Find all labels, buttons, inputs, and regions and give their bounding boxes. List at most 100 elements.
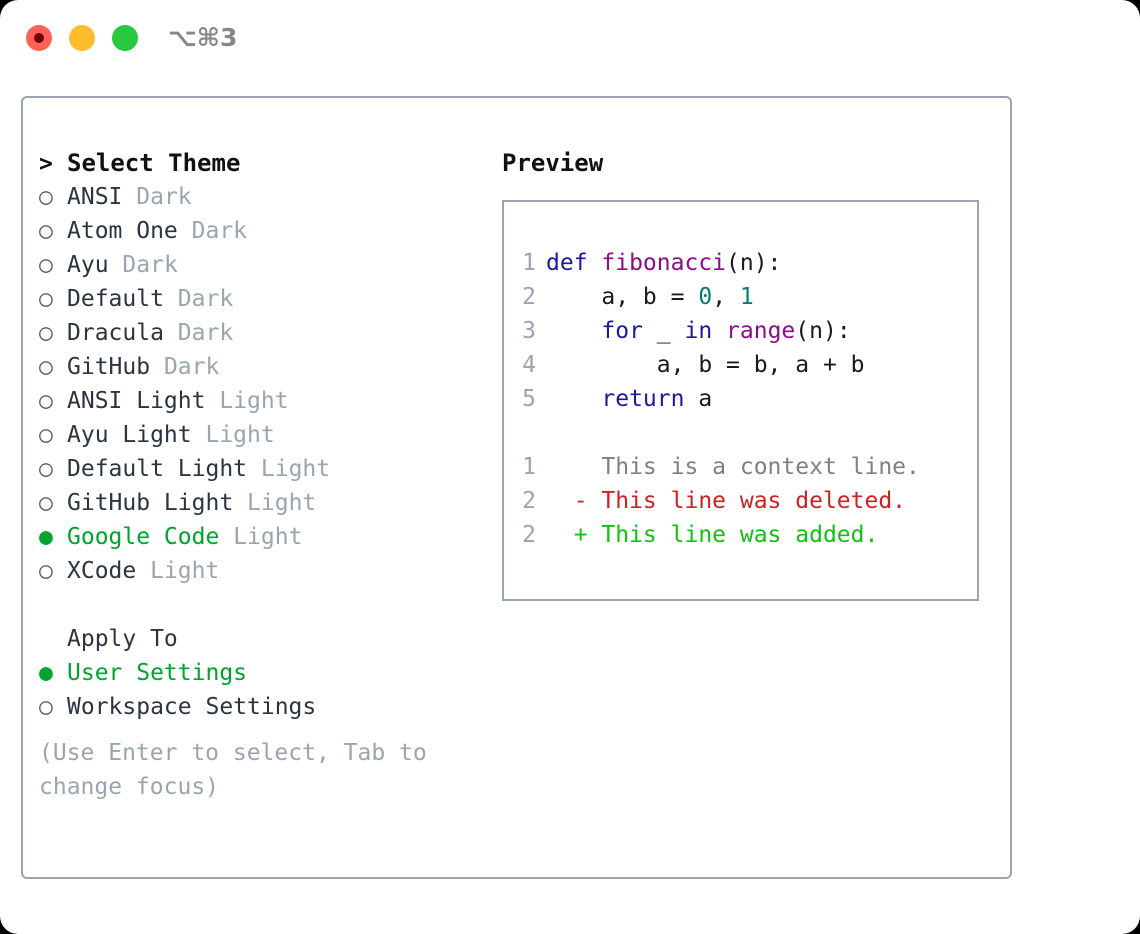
theme-list-item[interactable]: ○Ayu Light Light <box>39 418 489 452</box>
theme-list-item[interactable]: ○GitHub Dark <box>39 350 489 384</box>
code-line: 2 a, b = 0, 1 <box>514 280 977 314</box>
theme-name-kind-space <box>164 316 178 350</box>
code-token: a, b = <box>546 284 699 310</box>
list-spacer <box>39 588 489 622</box>
radio-unselected-icon[interactable]: ○ <box>39 490 53 516</box>
theme-kind-badge: Dark <box>136 184 192 210</box>
code-token <box>712 318 726 344</box>
theme-kind-badge: Light <box>233 524 303 550</box>
theme-kind-badge: Light <box>247 490 317 516</box>
apply-to-heading: Apply To <box>39 622 489 656</box>
code-diff-gap <box>514 416 977 450</box>
code-token: a <box>684 386 713 412</box>
diff-sample: 1 This is a context line.2 - This line w… <box>514 450 977 552</box>
code-token: return <box>601 386 685 412</box>
theme-name: XCode <box>67 558 137 584</box>
theme-name: Atom One <box>67 218 178 244</box>
code-token: _ <box>642 318 685 344</box>
line-number: 1 <box>522 250 536 276</box>
close-button[interactable] <box>26 25 52 51</box>
radio-unselected-icon[interactable]: ○ <box>39 184 53 210</box>
theme-list-item[interactable]: ○Default Light Light <box>39 452 489 486</box>
code-token: a, b = b, a + b <box>546 352 865 378</box>
code-token: range <box>726 318 796 344</box>
theme-name: Ayu <box>67 252 109 278</box>
theme-list-item[interactable]: ○ANSI Light Light <box>39 384 489 418</box>
select-theme-heading: > Select Theme <box>39 146 489 180</box>
radio-selected-icon[interactable]: ● <box>39 660 53 686</box>
radio-unselected-icon[interactable]: ○ <box>39 456 53 482</box>
theme-kind-badge: Light <box>150 558 220 584</box>
radio-unselected-icon[interactable]: ○ <box>39 354 53 380</box>
theme-name-kind-space <box>219 520 233 554</box>
theme-kind-badge: Dark <box>191 218 248 244</box>
radio-selected-icon[interactable]: ● <box>39 524 53 550</box>
theme-name: Google Code <box>67 524 220 550</box>
code-line: 5 return a <box>514 382 977 416</box>
code-token: fibonacci <box>601 250 727 276</box>
theme-name-kind-space <box>164 282 178 316</box>
code-token <box>546 386 601 412</box>
theme-name: GitHub Light <box>67 490 234 516</box>
theme-name: Default <box>67 286 164 312</box>
radio-unselected-icon[interactable]: ○ <box>39 218 53 244</box>
apply-to-option[interactable]: ○ Workspace Settings <box>39 690 489 724</box>
apply-to-option-label: Workspace Settings <box>67 694 317 720</box>
radio-unselected-icon[interactable]: ○ <box>39 252 53 278</box>
theme-list-item[interactable]: ○ANSI Dark <box>39 180 489 214</box>
radio-unselected-icon[interactable]: ○ <box>39 694 53 720</box>
diff-sign: - <box>546 488 588 514</box>
radio-unselected-icon[interactable]: ○ <box>39 320 53 346</box>
keyboard-shortcut-label: ⌥⌘3 <box>168 23 238 52</box>
code-token: for <box>601 318 643 344</box>
theme-name-kind-space <box>233 486 247 520</box>
theme-list-item[interactable]: ○ Atom One Dark <box>39 214 489 248</box>
line-number: 1 <box>522 454 536 480</box>
theme-name-kind-space <box>247 452 261 486</box>
code-token: (n): <box>795 318 851 344</box>
preview-title: Preview <box>502 149 604 177</box>
keyboard-hint: (Use Enter to select, Tab to change focu… <box>39 740 441 800</box>
radio-unselected-icon[interactable]: ○ <box>39 286 53 312</box>
theme-list-item[interactable]: ○ XCode Light <box>39 554 489 588</box>
theme-name-kind-space <box>109 248 123 282</box>
apply-to-option[interactable]: ● User Settings <box>39 656 489 690</box>
radio-unselected-icon[interactable]: ○ <box>39 558 53 584</box>
line-number: 2 <box>522 522 536 548</box>
diff-text: This line was added. <box>587 522 879 548</box>
theme-selector-column: > Select Theme ○ANSI Dark○Atom One Dark○… <box>39 146 489 804</box>
diff-line: 2 - This line was deleted. <box>514 484 977 518</box>
title-bar: ⌥⌘3 <box>0 0 1140 78</box>
radio-unselected-icon[interactable]: ○ <box>39 388 53 414</box>
theme-kind-badge: Dark <box>177 320 234 346</box>
theme-name-kind-space <box>192 418 206 452</box>
diff-text: This is a context line. <box>587 454 920 480</box>
theme-name-kind-space <box>150 350 164 384</box>
maximize-button[interactable] <box>112 25 138 51</box>
line-number: 4 <box>522 352 536 378</box>
diff-line: 1 This is a context line. <box>514 450 977 484</box>
theme-list-item[interactable]: ○Ayu Dark <box>39 248 489 282</box>
theme-list-item[interactable]: ● Google Code Light <box>39 520 489 554</box>
theme-name-kind-space <box>136 554 150 588</box>
code-token: in <box>684 318 713 344</box>
code-token: 1 <box>739 284 754 310</box>
code-token: (n): <box>726 250 782 276</box>
theme-list-item[interactable]: ○ Default Dark <box>39 282 489 316</box>
radio-unselected-icon[interactable]: ○ <box>39 422 53 448</box>
theme-list-item[interactable]: ○ GitHub Light Light <box>39 486 489 520</box>
code-token: 0 <box>698 284 713 310</box>
caret-icon: > <box>39 151 53 177</box>
window-controls <box>26 25 138 51</box>
theme-list-item[interactable]: ○Dracula Dark <box>39 316 489 350</box>
code-line: 3 for _ in range(n): <box>514 314 977 348</box>
diff-text: This line was deleted. <box>587 488 907 514</box>
apply-to-option-label: User Settings <box>67 660 248 686</box>
minimize-button[interactable] <box>69 25 95 51</box>
theme-kind-badge: Dark <box>177 286 234 312</box>
